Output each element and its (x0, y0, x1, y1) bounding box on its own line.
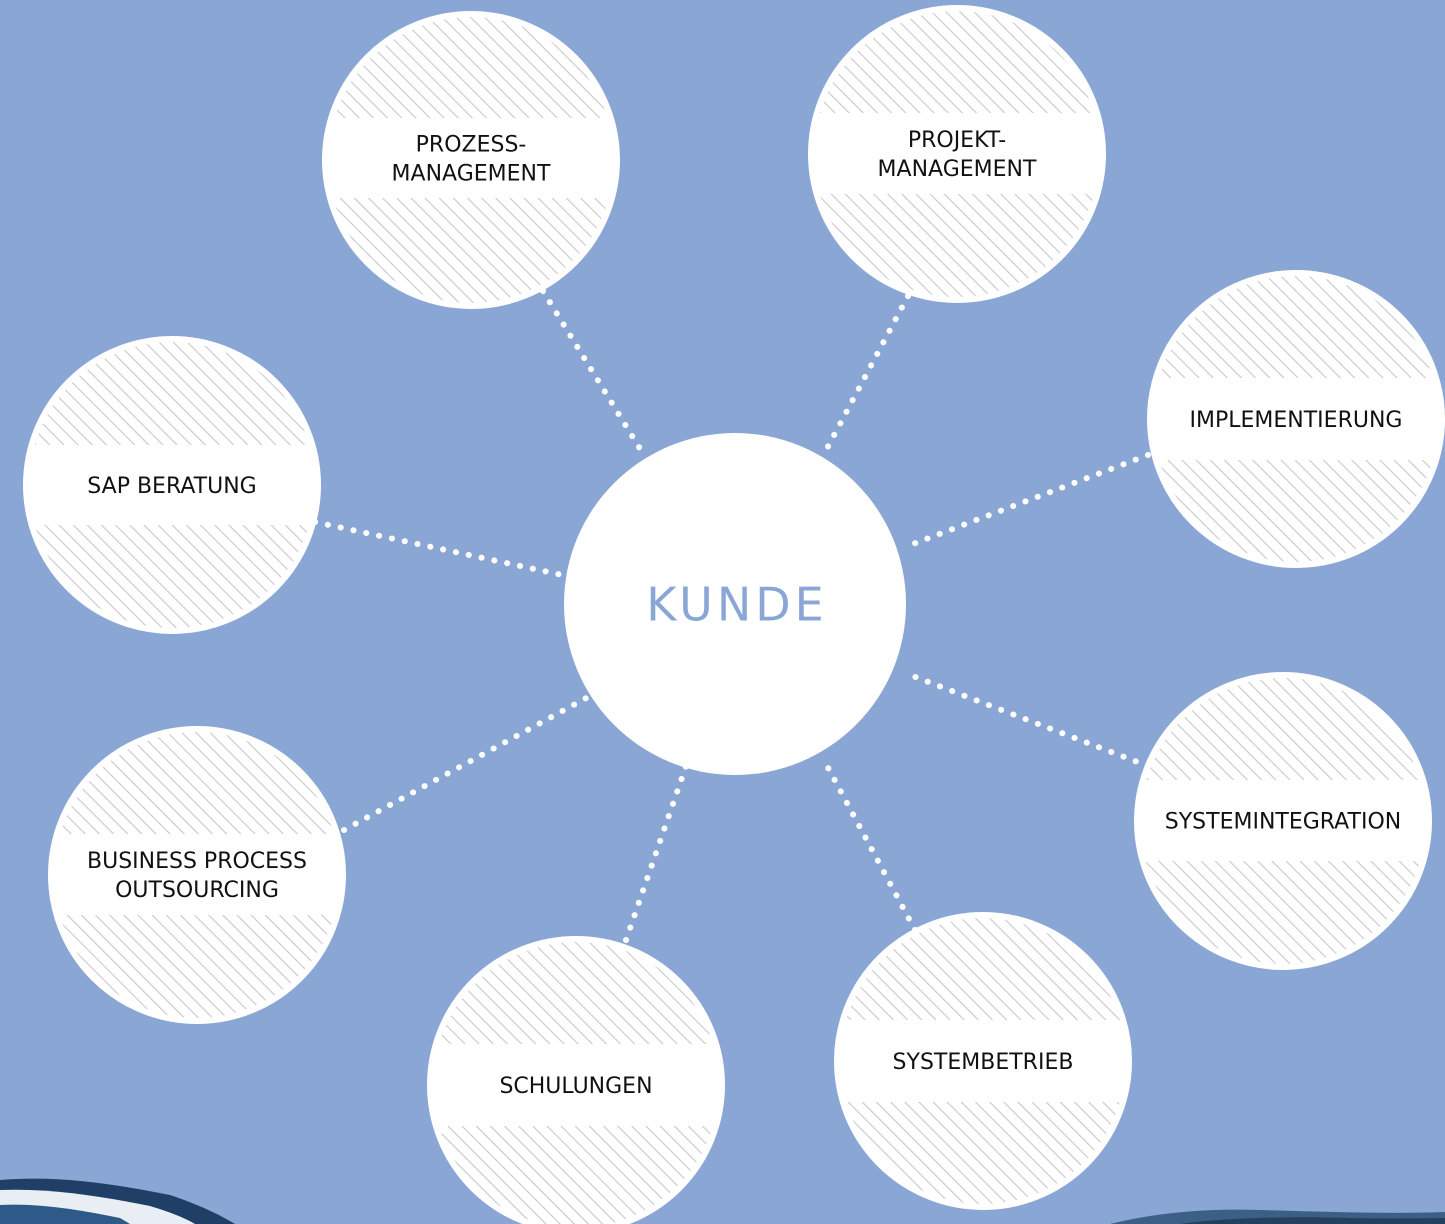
node-sap-beratung: SAP BERATUNG (23, 336, 321, 634)
node-label-line: OUTSOURCING (115, 878, 279, 903)
node-projekt-management: PROJEKT- MANAGEMENT (808, 5, 1106, 303)
node-schulungen: SCHULUNGEN (427, 936, 725, 1224)
node-label-line: SCHULUNGEN (499, 1074, 652, 1099)
node-label-line: MANAGEMENT (392, 162, 551, 187)
node-implementierung: IMPLEMENTIERUNG (1147, 270, 1445, 568)
node-label-line: BUSINESS PROCESS (87, 849, 307, 874)
node-label-band (1150, 378, 1442, 460)
node-label-line: PROJEKT- (908, 128, 1006, 153)
connector-implementierung (902, 452, 1151, 550)
connector-business-process-outsourcing (341, 693, 593, 833)
node-label-band (325, 118, 617, 198)
corner-wave-left (0, 1178, 235, 1224)
node-label-band (51, 834, 343, 915)
connectors (312, 288, 1151, 943)
node-label-line: SYSTEMINTEGRATION (1165, 810, 1401, 835)
center-label: KUNDE (646, 578, 828, 632)
node-label-line: IMPLEMENTIERUNG (1190, 408, 1403, 433)
node-label-line: SAP BERATUNG (87, 474, 256, 499)
node-label-band (811, 113, 1103, 194)
center-node: KUNDE (564, 433, 906, 775)
connector-sap-beratung (312, 519, 570, 579)
connector-systembetrieb (822, 759, 918, 933)
node-prozess-management: PROZESS- MANAGEMENT (322, 11, 620, 309)
center-circle (564, 433, 906, 775)
node-label-band (837, 1020, 1129, 1102)
node-label-line: MANAGEMENT (878, 157, 1037, 182)
satellite-nodes: PROZESS- MANAGEMENT PROJEKT- MANAGEMENT IMPL… (23, 5, 1445, 1224)
node-systembetrieb: SYSTEMBETRIEB (834, 912, 1132, 1210)
connector-prozess-management (540, 288, 645, 455)
connector-projekt-management (820, 293, 911, 459)
connector-systemintegration (902, 670, 1151, 769)
node-systemintegration: SYSTEMINTEGRATION (1134, 672, 1432, 970)
node-business-process-outsourcing: BUSINESS PROCESS OUTSOURCING (48, 726, 346, 1024)
node-label-line: PROZESS- (416, 133, 527, 158)
corner-wave-right (1110, 1209, 1445, 1224)
node-label-line: SYSTEMBETRIEB (893, 1050, 1074, 1075)
node-label-band (430, 1044, 722, 1126)
node-label-band (1137, 780, 1429, 861)
node-label-band (26, 445, 318, 525)
connector-schulungen (623, 763, 689, 943)
